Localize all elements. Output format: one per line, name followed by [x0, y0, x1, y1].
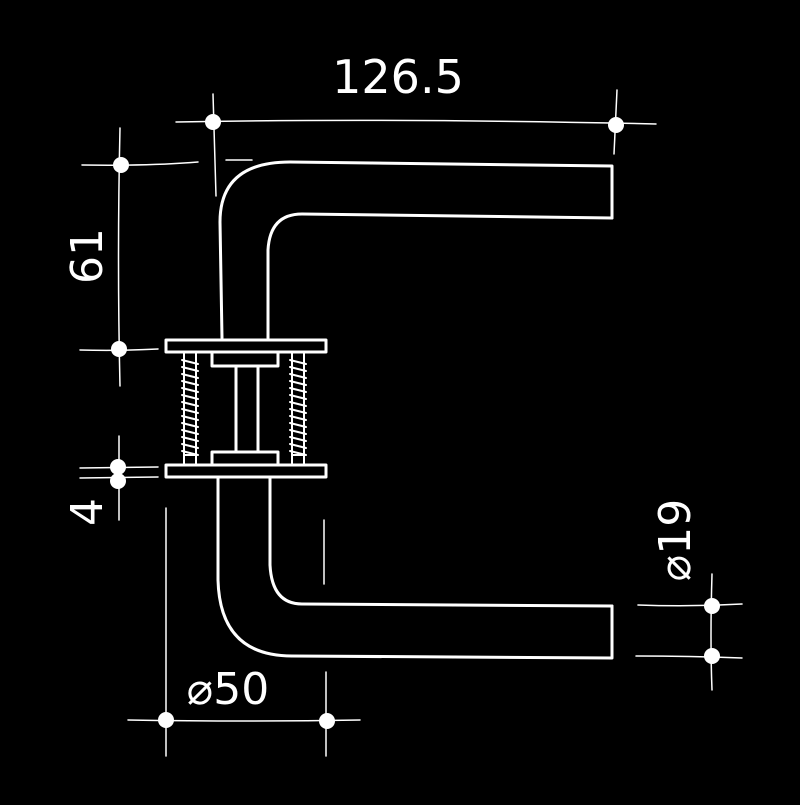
dot-length-left: [205, 114, 221, 130]
dim-grip-ext-top: [637, 603, 743, 607]
spring-coil-turn: [289, 422, 307, 428]
dot-grip-top: [704, 598, 720, 614]
dim-length-ext-left: [212, 93, 217, 197]
upper-lever-outer-edge: [218, 160, 614, 340]
label-rose-thickness: 4: [62, 498, 113, 526]
dim-height-ext-top: [81, 159, 253, 166]
spring-coil-turn: [289, 366, 307, 372]
label-grip-diameter: ⌀19: [650, 499, 701, 581]
spring-coil-turn: [181, 380, 199, 386]
upper-lever-inner-edge: [266, 212, 614, 340]
dot-height-bottom: [111, 341, 127, 357]
upper-lever: [218, 160, 614, 340]
spring-coil-turn: [181, 429, 199, 435]
label-length: 126.5: [332, 50, 464, 104]
upper-rose-plate: [164, 338, 328, 354]
dot-length-right: [608, 117, 624, 133]
dim-length-line: [175, 119, 657, 125]
spring-coil-turn: [289, 387, 307, 393]
dot-rose-dia-right: [319, 713, 335, 729]
dot-rose-bottom: [110, 473, 126, 489]
spring-coil-turn: [289, 443, 307, 449]
spring-coil-turn: [181, 373, 199, 379]
spring-coil-turn: [289, 415, 307, 421]
spring-coil-turn: [289, 401, 307, 407]
label-rose-diameter: ⌀50: [187, 664, 269, 715]
spring-right-foot: [291, 454, 305, 466]
lower-lever-inner-edge: [268, 476, 614, 608]
dot-rose-dia-left: [158, 712, 174, 728]
dimension-labels: 126.5 61 4 ⌀50 ⌀19: [62, 50, 701, 715]
spring-coil-turn: [289, 359, 307, 365]
dot-grip-bottom: [704, 648, 720, 664]
spring-coil-turn: [181, 394, 199, 400]
spring-left-coil: [181, 359, 199, 456]
spring-coil-turn: [289, 394, 307, 400]
dot-rose-top: [110, 459, 126, 475]
spring-right-coil: [289, 359, 307, 456]
upper-neck-block: [210, 350, 280, 368]
spring-coil-turn: [181, 359, 199, 365]
dot-height-top: [113, 157, 129, 173]
spring-coil-turn: [289, 373, 307, 379]
lower-lever: [216, 476, 614, 660]
label-height: 61: [62, 228, 113, 284]
spring-coil-turn: [181, 415, 199, 421]
spring-coil-turn: [289, 408, 307, 414]
spring-coil-turn: [181, 401, 199, 407]
spring-coil-turn: [181, 387, 199, 393]
dimension-dots: [110, 114, 720, 729]
spring-coil-turn: [289, 429, 307, 435]
lower-lever-outer-edge: [216, 476, 614, 660]
spring-coil-turn: [289, 380, 307, 386]
lower-rose-plate: [164, 463, 328, 479]
spring-coil-turn: [181, 443, 199, 449]
spring-coil-turn: [181, 408, 199, 414]
spring-left-foot: [183, 454, 197, 466]
spring-coil-turn: [181, 422, 199, 428]
spring-coil-turn: [181, 366, 199, 372]
rose-mechanism: [164, 338, 328, 479]
dim-grip-ext-bottom: [635, 655, 743, 659]
spring-coil-turn: [181, 436, 199, 442]
dim-grip-line: [710, 573, 713, 691]
spring-coil-turn: [289, 436, 307, 442]
lower-neck-block: [210, 450, 280, 467]
